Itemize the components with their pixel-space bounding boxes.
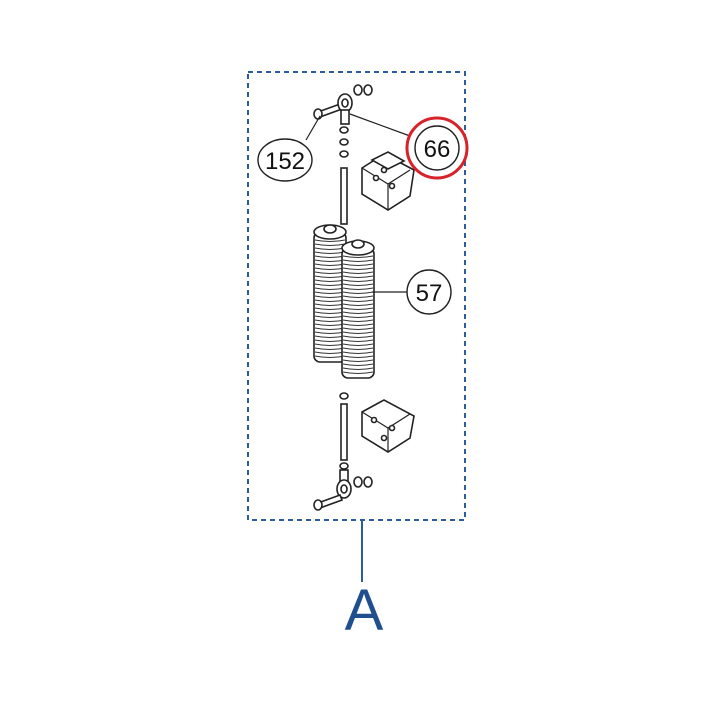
- spring-coil: [342, 331, 374, 334]
- spring-coil: [342, 307, 374, 310]
- bottom-nuts: [353, 476, 373, 488]
- leader-line-152: [305, 115, 321, 141]
- callout-152-label: 152: [265, 148, 305, 175]
- top-rod-end: [337, 93, 353, 125]
- top-hardware-group: [313, 84, 373, 225]
- lower-rod: [340, 403, 348, 461]
- spring-coil: [342, 315, 374, 318]
- spring-coil: [342, 363, 374, 366]
- spring-coil: [342, 291, 374, 294]
- upper-rod: [340, 167, 348, 225]
- spring-coil: [342, 319, 374, 322]
- spring-coil: [342, 259, 374, 262]
- spring-coil: [342, 359, 374, 362]
- spring-coil: [342, 255, 374, 258]
- spring-coil: [342, 263, 374, 266]
- spring-coil: [342, 295, 374, 298]
- spring-coil: [342, 351, 374, 354]
- top-bracket: [361, 151, 415, 211]
- callout-152[interactable]: 152: [257, 138, 313, 182]
- top-nuts: [353, 84, 373, 96]
- spring-coil: [342, 339, 374, 342]
- lower-hardware-group: [313, 392, 373, 511]
- callout-57-label: 57: [416, 280, 443, 307]
- bottom-rod-end: [336, 469, 352, 499]
- top-washers: [339, 126, 349, 158]
- spring-coil: [342, 371, 374, 374]
- spring-coil: [342, 355, 374, 358]
- bottom-bracket: [361, 399, 415, 453]
- spring-coil: [342, 335, 374, 338]
- spring-coil: [342, 279, 374, 282]
- spring-coil: [342, 323, 374, 326]
- spring-assembly: [313, 224, 375, 379]
- bottom-bolt: [313, 493, 344, 511]
- callout-66[interactable]: 66: [405, 116, 469, 180]
- spring-coil: [342, 299, 374, 302]
- spring-coil: [342, 275, 374, 278]
- leader-line-66: [349, 113, 411, 137]
- spring-coil: [342, 327, 374, 330]
- spring-coil: [314, 243, 346, 246]
- spring-coil: [342, 271, 374, 274]
- section-label: A: [345, 578, 384, 643]
- spring-coil: [342, 367, 374, 370]
- spring-coil: [342, 311, 374, 314]
- spring-coil: [342, 267, 374, 270]
- spring-coil: [342, 283, 374, 286]
- callout-57[interactable]: 57: [406, 269, 452, 315]
- spring-coil: [342, 347, 374, 350]
- spring-coil: [314, 239, 346, 242]
- spring-rear: [313, 224, 347, 363]
- spring-front: [341, 239, 375, 379]
- assembly-frame: [247, 71, 466, 521]
- spring-coil: [342, 343, 374, 346]
- spring-coil: [342, 303, 374, 306]
- spring-coil: [342, 287, 374, 290]
- callout-66-label: 66: [424, 136, 451, 163]
